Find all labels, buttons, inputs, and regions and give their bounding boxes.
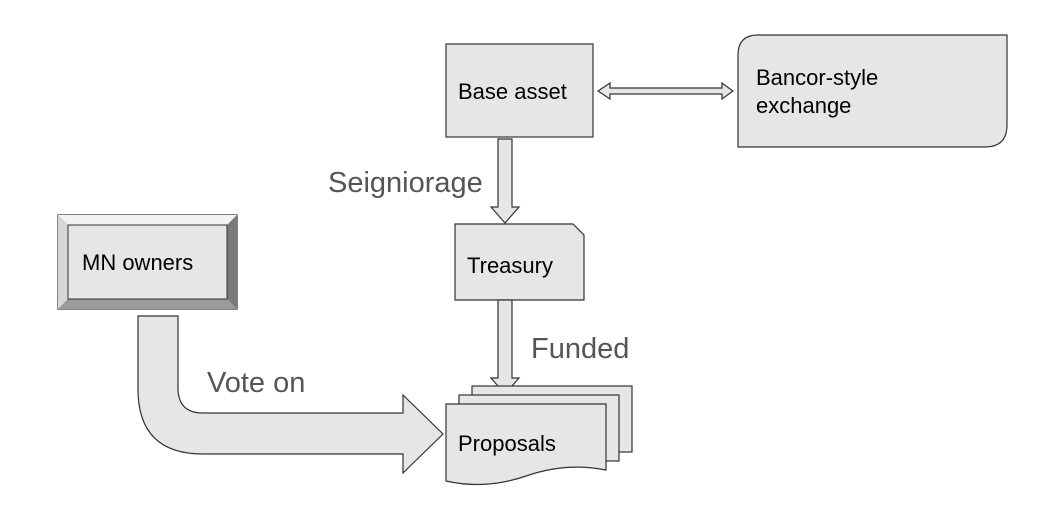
base-asset-node: Base asset bbox=[445, 43, 594, 138]
vote-on-arrow bbox=[137, 315, 444, 475]
mn-owners-bevel-bottom bbox=[58, 299, 237, 309]
mn-owners-bevel-right bbox=[227, 215, 237, 309]
exchange-box bbox=[737, 34, 1008, 148]
mn-owners-label: MN owners bbox=[82, 250, 193, 275]
mn-owners-bevel-left bbox=[58, 215, 68, 309]
mn-owners-node: MN owners bbox=[57, 214, 238, 310]
exchange-label-line1: Bancor-style bbox=[756, 65, 878, 90]
mn-owners-bevel-top bbox=[58, 215, 237, 225]
base-asset-label: Base asset bbox=[458, 79, 567, 104]
treasury-node: Treasury bbox=[454, 223, 585, 301]
treasury-label: Treasury bbox=[467, 253, 553, 278]
proposals-node: Proposals bbox=[445, 385, 633, 486]
exchange-double-arrow bbox=[596, 81, 735, 101]
funded-label: Funded bbox=[531, 333, 629, 365]
seigniorage-arrow bbox=[489, 138, 521, 224]
proposals-doc-front bbox=[445, 403, 607, 486]
seigniorage-label: Seigniorage bbox=[328, 167, 483, 199]
proposals-label: Proposals bbox=[458, 431, 556, 456]
vote-on-label: Vote on bbox=[207, 367, 305, 399]
treasury-box bbox=[454, 223, 585, 301]
funded-arrow bbox=[489, 299, 521, 395]
base-asset-box bbox=[445, 43, 594, 138]
mn-owners-face bbox=[67, 224, 228, 300]
exchange-node: Bancor-style exchange bbox=[737, 34, 1008, 148]
exchange-label-line2: exchange bbox=[756, 93, 851, 118]
